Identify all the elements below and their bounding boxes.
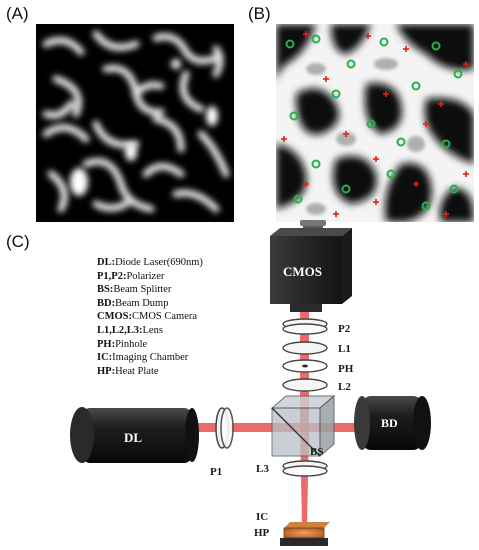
green-marker	[396, 137, 406, 147]
pinhole: PH	[282, 359, 354, 375]
red-marker	[423, 121, 429, 127]
green-marker	[379, 37, 389, 47]
dl-label: DL	[124, 430, 142, 445]
green-marker	[285, 39, 295, 49]
red-marker	[323, 76, 329, 82]
cmos-camera: CMOS	[270, 220, 352, 312]
green-marker	[453, 69, 463, 79]
component-legend: DL:Diode Laser(690nm) P1,P2:Polarizer BS…	[97, 256, 203, 378]
red-marker	[463, 171, 469, 177]
green-marker	[431, 41, 441, 51]
beam-dump: BD	[354, 396, 431, 450]
legend-row: BD:Beam Dump	[97, 297, 169, 309]
red-marker	[373, 199, 379, 205]
green-marker	[411, 81, 421, 91]
legend-row: DL:Diode Laser(690nm)	[97, 257, 203, 268]
p2-label: P2	[338, 323, 351, 335]
polarizer-p2: P2	[282, 318, 351, 335]
green-marker	[421, 201, 431, 211]
red-marker	[403, 46, 409, 52]
legend-row: L1,L2,L3:Lens	[97, 324, 163, 336]
panel-c-label: (C)	[6, 232, 30, 251]
legend-row: HP:Heat Plate	[97, 365, 159, 377]
ic-label: IC	[256, 511, 268, 523]
beam-splitter: BS	[270, 394, 336, 458]
legend-row: PH:Pinhole	[97, 338, 148, 350]
green-marker	[346, 59, 356, 69]
bd-label: BD	[381, 416, 398, 430]
red-marker	[383, 91, 389, 97]
l2-label: L2	[338, 381, 351, 393]
green-marker	[449, 184, 459, 194]
lens-l3: L3	[256, 460, 328, 477]
red-marker	[333, 211, 339, 217]
diode-laser: DL	[70, 407, 199, 463]
panel-a-label: (A)	[6, 4, 29, 23]
red-marker	[443, 211, 449, 217]
polarizer-p1: P1	[210, 407, 234, 478]
red-marker	[343, 131, 349, 137]
legend-row: IC:Imaging Chamber	[97, 352, 189, 364]
red-marker	[438, 101, 444, 107]
green-marker	[293, 194, 303, 204]
phase-pattern	[276, 24, 474, 222]
red-marker	[281, 136, 287, 142]
phase-map-image	[276, 24, 474, 222]
legend-row: P1,P2:Polarizer	[97, 270, 165, 282]
red-marker	[303, 31, 309, 37]
green-marker	[311, 34, 321, 44]
lens-l1: L1	[282, 341, 351, 355]
red-marker	[365, 33, 371, 39]
legend-row: BS:Beam Splitter	[97, 284, 172, 296]
green-marker	[386, 169, 396, 179]
green-marker	[311, 159, 321, 169]
red-marker	[303, 181, 309, 187]
red-marker	[373, 156, 379, 162]
green-marker	[366, 119, 376, 129]
hp-label: HP	[254, 527, 270, 539]
green-marker	[441, 139, 451, 149]
p1-label: P1	[210, 466, 222, 478]
heat-plate: HP	[254, 527, 270, 539]
legend-row: CMOS:CMOS Camera	[97, 311, 198, 323]
green-marker	[289, 111, 299, 121]
cmos-label: CMOS	[283, 264, 322, 279]
l3-label: L3	[256, 463, 269, 475]
red-marker	[413, 181, 419, 187]
speckle-pattern	[36, 24, 234, 222]
green-marker	[331, 89, 341, 99]
panel-b-label: (B)	[248, 4, 271, 23]
green-marker	[341, 184, 351, 194]
lens-l2: L2	[282, 378, 351, 393]
red-marker	[463, 61, 469, 67]
imaging-chamber: IC	[256, 511, 330, 546]
speckle-intensity-image	[36, 24, 234, 222]
bs-label: BS	[310, 446, 323, 458]
ph-label: PH	[338, 363, 354, 375]
l1-label: L1	[338, 343, 351, 355]
